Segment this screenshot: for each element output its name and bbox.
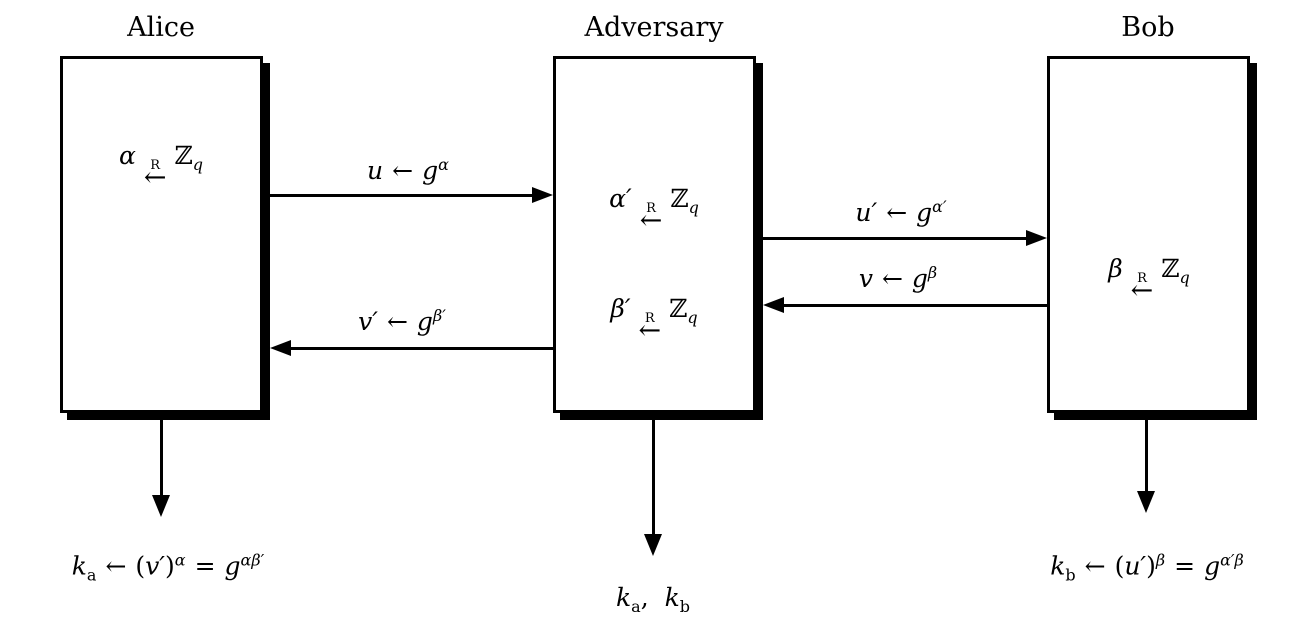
message-label-v-prime: v′←gβ′ — [358, 305, 446, 337]
arrowhead-down-icon — [152, 495, 170, 517]
message-label-u-prime: u′←gα′ — [855, 196, 947, 228]
arrowhead-down-icon — [1137, 491, 1155, 513]
bob-title: Bob — [1121, 12, 1175, 43]
adversary-keys-formula: ka, kb — [616, 583, 690, 616]
arrowhead-left-icon — [270, 340, 291, 356]
adversary-sample-formula-alpha: α′R←ℤq — [609, 184, 699, 236]
arrowhead-left-icon — [763, 297, 784, 313]
alice-box — [60, 56, 263, 413]
adversary-output-arrow — [652, 420, 655, 535]
bob-key-formula: kb←(u′)β=gα′β — [1050, 550, 1244, 585]
alice-title: Alice — [127, 12, 195, 43]
alice-key-formula: ka←(v′)α=gαβ′ — [71, 550, 265, 585]
message-arrow-u-prime — [763, 237, 1028, 240]
arrowhead-down-icon — [644, 534, 662, 556]
message-arrow-v-prime — [286, 347, 553, 350]
message-arrow-u — [263, 194, 535, 197]
message-arrow-v — [781, 304, 1047, 307]
arrowhead-right-icon — [532, 187, 553, 203]
bob-box — [1047, 56, 1250, 413]
message-label-u: u←gα — [367, 154, 449, 186]
adversary-box — [553, 56, 756, 413]
adversary-title: Adversary — [584, 12, 724, 43]
message-label-v: v←gβ — [858, 262, 938, 294]
alice-output-arrow — [160, 420, 163, 496]
arrowhead-right-icon — [1026, 230, 1047, 246]
bob-output-arrow — [1145, 420, 1148, 492]
adversary-sample-formula-beta: β′R←ℤq — [610, 294, 698, 346]
